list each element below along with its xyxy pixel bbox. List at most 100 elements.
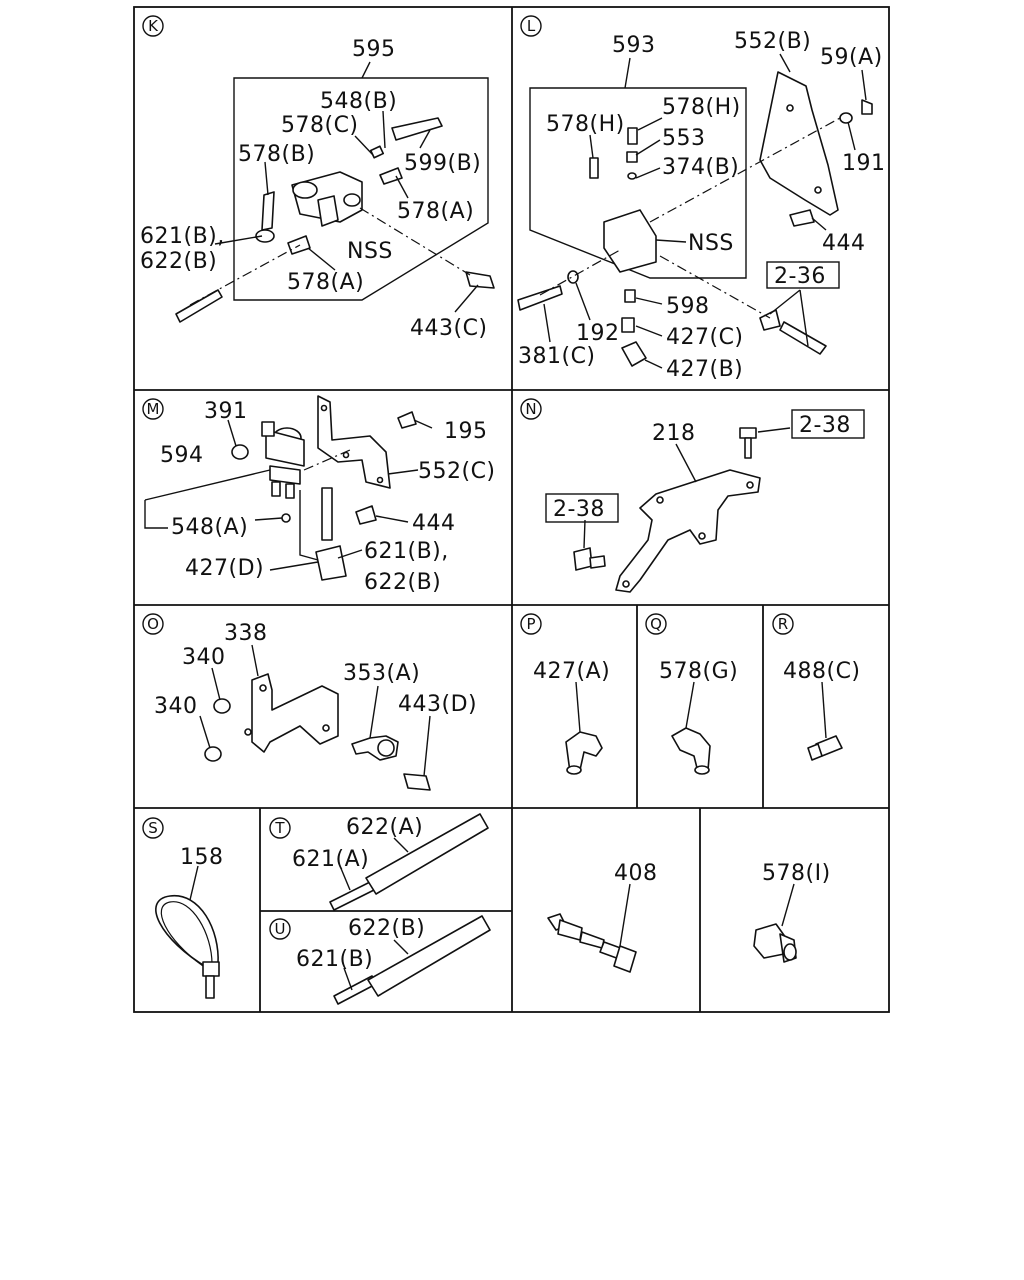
k-label-578b: 578(B) <box>238 142 315 167</box>
p-elbow-fitting <box>565 731 603 775</box>
l-label-nss: NSS <box>688 231 734 256</box>
k-label-nss: NSS <box>347 239 393 264</box>
panel-m-marker: M <box>142 398 164 420</box>
o-label-340-bottom: 340 <box>154 694 198 719</box>
q-label-578g: 578(G) <box>659 659 738 684</box>
panel-o-letter: O <box>147 615 159 633</box>
m-label-195: 195 <box>444 419 488 444</box>
panel-408: 408 <box>547 861 657 973</box>
panel-u: U 622(B) 621(B) <box>269 915 491 1005</box>
p-label-427a: 427(A) <box>533 659 610 684</box>
s-label-158: 158 <box>180 845 224 870</box>
t-label-622a: 622(A) <box>346 815 423 840</box>
m-solenoid-assembly <box>231 395 417 581</box>
l-label-578h-left: 578(H) <box>546 112 625 137</box>
k-label-578a-bottom: 578(A) <box>287 270 364 295</box>
panel-t-marker: T <box>269 817 291 839</box>
l-label-427c: 427(C) <box>666 325 744 350</box>
r-leader <box>821 681 827 739</box>
panel-s-letter: S <box>148 819 158 837</box>
panel-q-letter: Q <box>650 615 662 633</box>
fitting-578i <box>753 923 797 963</box>
panel-s: S 158 <box>142 817 224 999</box>
l-ref-box-2-36: 2-36 <box>766 261 840 289</box>
q-leader <box>685 681 695 729</box>
o-label-340-top: 340 <box>182 645 226 670</box>
panel-n-marker: N <box>520 398 542 420</box>
k-valve-assembly <box>175 117 495 323</box>
k-label-443c: 443(C) <box>410 316 488 341</box>
n-ref-left-text: 2-38 <box>553 497 605 522</box>
panel-o: O 338 340 353(A) 340 443(D) <box>142 613 477 791</box>
l-label-552b: 552(B) <box>734 29 811 54</box>
v-leader <box>619 883 631 947</box>
u-hose-assembly <box>333 915 491 1005</box>
k-group-outline <box>233 77 489 301</box>
panel-q-marker: Q <box>645 613 667 635</box>
panel-r-letter: R <box>778 615 788 633</box>
n-bracket <box>573 427 761 593</box>
sensor-408 <box>547 913 637 973</box>
panel-r: R 488(C) <box>772 613 861 761</box>
panel-n: N 218 2-38 2-38 <box>520 398 865 593</box>
l-label-553: 553 <box>662 126 706 151</box>
panel-q: Q 578(G) <box>645 613 738 775</box>
u-label-622b: 622(B) <box>348 916 425 941</box>
panel-p-letter: P <box>526 615 535 633</box>
l-label-598: 598 <box>666 294 710 319</box>
t-leaders <box>339 837 409 891</box>
q-elbow-fitting <box>671 727 711 775</box>
panel-t: T 622(A) 621(A) <box>269 813 489 911</box>
o-label-353a: 353(A) <box>343 661 420 686</box>
l-label-444: 444 <box>822 231 866 256</box>
m-label-548a: 548(A) <box>171 515 248 540</box>
l-label-593: 593 <box>612 33 656 58</box>
w-label-578i: 578(I) <box>762 861 831 886</box>
panel-k-letter: K <box>148 17 159 35</box>
k-label-599b: 599(B) <box>404 151 481 176</box>
m-label-444: 444 <box>412 511 456 536</box>
l-label-191: 191 <box>842 151 886 176</box>
s-cable-tie <box>155 895 220 999</box>
n-leaders <box>583 427 791 549</box>
n-ref-top-text: 2-38 <box>799 413 851 438</box>
k-label-595: 595 <box>352 37 396 62</box>
l-label-59a: 59(A) <box>820 45 883 70</box>
n-ref-box-left: 2-38 <box>545 493 619 523</box>
s-leader <box>189 865 199 901</box>
l-label-374b: 374(B) <box>662 155 739 180</box>
panel-t-letter: T <box>274 819 285 837</box>
p-leader <box>575 681 581 733</box>
panel-o-marker: O <box>142 613 164 635</box>
panel-l: L <box>517 15 886 382</box>
o-label-443d: 443(D) <box>398 692 477 717</box>
l-bracket-assembly <box>517 71 873 367</box>
l-label-578h-right: 578(H) <box>662 95 741 120</box>
k-label-621b: 621(B), <box>140 224 225 249</box>
m-label-427d: 427(D) <box>185 556 264 581</box>
n-ref-box-top: 2-38 <box>791 409 865 439</box>
o-leaders <box>199 644 431 777</box>
panel-r-marker: R <box>772 613 794 635</box>
grid-frame <box>133 6 890 1013</box>
w-leader <box>781 883 795 927</box>
panel-p-marker: P <box>520 613 542 635</box>
panel-u-letter: U <box>275 920 286 938</box>
panel-l-letter: L <box>527 17 536 35</box>
t-hose-assembly <box>329 813 489 911</box>
l-label-427b: 427(B) <box>666 357 743 382</box>
k-label-578a-right: 578(A) <box>397 199 474 224</box>
l-ref-2-36-text: 2-36 <box>774 264 826 289</box>
k-leaders <box>214 61 479 313</box>
panel-u-marker: U <box>269 918 291 940</box>
o-bracket-assembly <box>204 673 431 791</box>
panel-m: M <box>142 395 496 595</box>
r-label-488c: 488(C) <box>783 659 861 684</box>
panel-k-marker: K <box>142 15 164 37</box>
l-label-381c: 381(C) <box>518 344 596 369</box>
m-label-391: 391 <box>204 399 248 424</box>
m-label-552c: 552(C) <box>418 459 496 484</box>
panel-578i: 578(I) <box>753 861 831 963</box>
n-label-218: 218 <box>652 421 696 446</box>
